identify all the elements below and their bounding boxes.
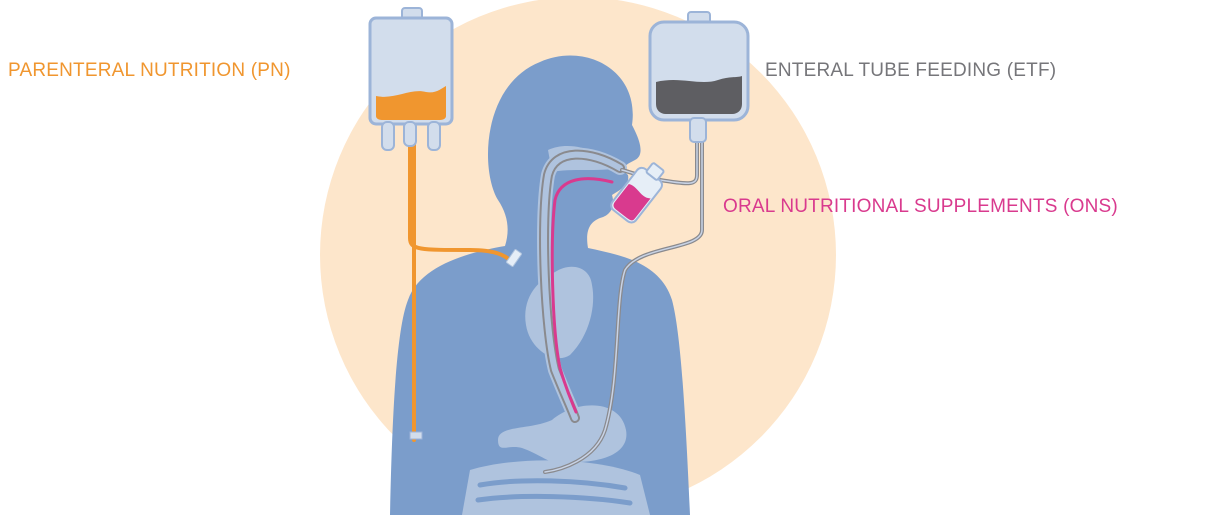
ons-label: ORAL NUTRITIONAL SUPPLEMENTS (ONS) xyxy=(723,196,1118,218)
pn-tube-clamp xyxy=(410,432,422,439)
etf-label: ENTERAL TUBE FEEDING (ETF) xyxy=(765,60,1056,82)
pn-bag-icon xyxy=(370,8,452,150)
pn-label: PARENTERAL NUTRITION (PN) xyxy=(8,60,291,82)
